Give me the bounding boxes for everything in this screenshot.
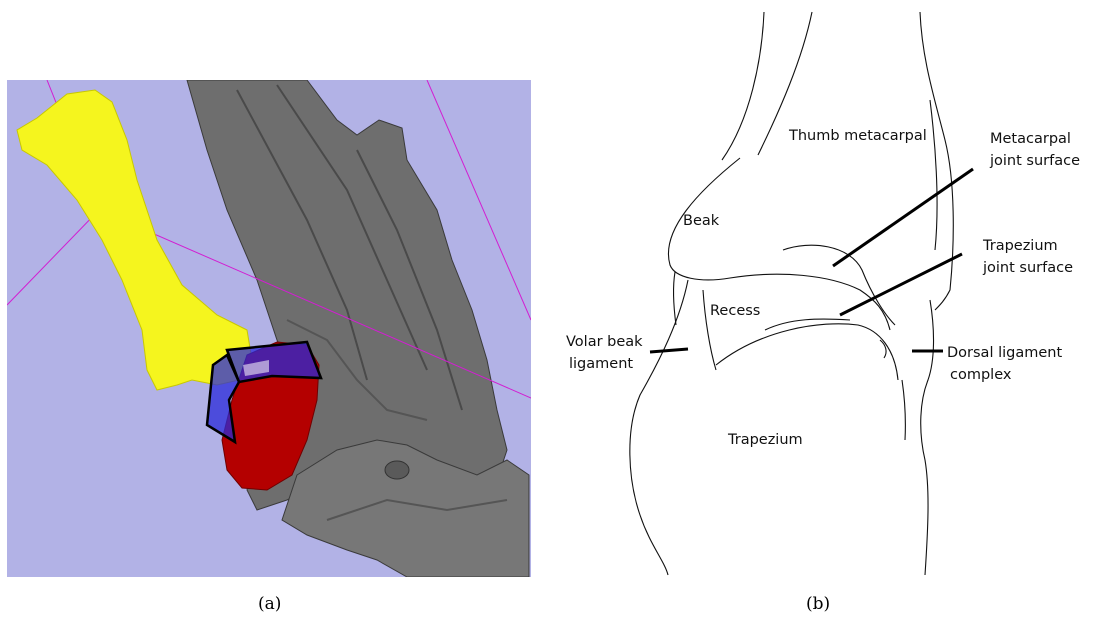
- caption-a: (a): [258, 594, 281, 614]
- trapezium-left-edge: [630, 280, 688, 575]
- label-dorsal-ligament-2: complex: [950, 367, 1012, 383]
- label-metacarpal-joint-2: joint surface: [989, 153, 1080, 169]
- pointer-volar-beak: [650, 349, 688, 352]
- label-trapezium-joint-2: joint surface: [982, 260, 1073, 276]
- label-recess: Recess: [710, 303, 760, 319]
- caption-b: (b): [806, 594, 830, 614]
- recess-inner: [765, 319, 850, 330]
- pointer-metacarpal-joint: [833, 169, 973, 266]
- metacarpal-joint-curve: [783, 245, 895, 325]
- trapezium-right-edge: [921, 300, 934, 575]
- outline-curves: [630, 12, 953, 575]
- axis-line: [7, 210, 99, 305]
- trapezium-left-upper: [673, 272, 676, 325]
- 3d-render-scene: [7, 80, 531, 577]
- metacarpal-left-edge: [722, 12, 764, 160]
- label-dorsal-ligament-1: Dorsal ligament: [947, 345, 1062, 361]
- recess-outline: [703, 290, 716, 370]
- label-trapezium: Trapezium: [727, 432, 803, 448]
- grey-bone-pit: [385, 461, 409, 479]
- beak-outline: [668, 158, 890, 330]
- label-beak: Beak: [683, 213, 720, 229]
- 3d-render-panel: [7, 80, 531, 577]
- label-volar-beak-2: ligament: [569, 356, 633, 372]
- label-trapezium-joint-1: Trapezium: [982, 238, 1058, 254]
- metacarpal-right-inner: [930, 100, 937, 250]
- schematic-panel: Thumb metacarpal Metacarpal joint surfac…: [540, 0, 1099, 590]
- trapezium-right-inner: [902, 380, 905, 440]
- label-thumb-metacarpal: Thumb metacarpal: [788, 128, 927, 144]
- schematic-diagram: Thumb metacarpal Metacarpal joint surfac…: [540, 0, 1099, 590]
- metacarpal-joint-patch: [227, 342, 321, 382]
- trapezium-dome: [716, 324, 898, 380]
- label-volar-beak-1: Volar beak: [566, 334, 643, 350]
- label-metacarpal-joint-1: Metacarpal: [990, 131, 1071, 147]
